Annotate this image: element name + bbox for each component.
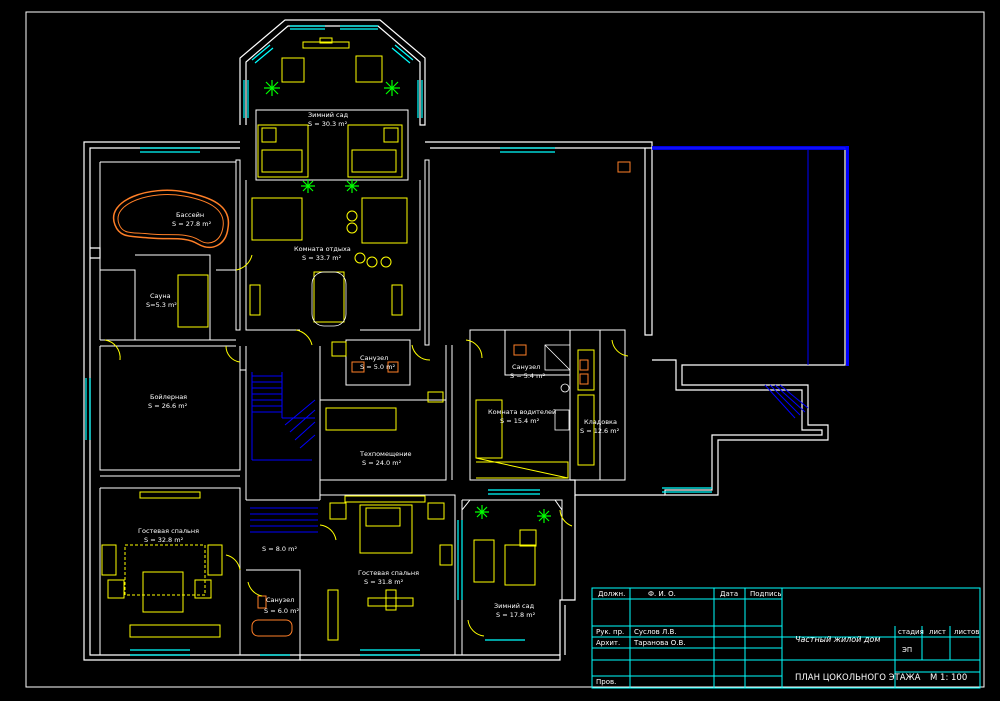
pool-outline bbox=[112, 189, 230, 249]
tb-stage-value: ЭП bbox=[902, 646, 912, 654]
room-name-pantry: Кладовка bbox=[584, 418, 617, 426]
room-name-bathroom-3: Санузел bbox=[266, 596, 294, 604]
tb-head-sign: Подпись bbox=[750, 590, 782, 598]
tb-row1-role: Рук. пр. bbox=[596, 628, 624, 636]
tb-drawing-title: ПЛАН ЦОКОЛЬНОГО ЭТАЖА bbox=[795, 673, 921, 683]
room-area-hall: S = 8.0 m² bbox=[262, 545, 297, 553]
room-name-guest-bedroom-left: Гостевая спальня bbox=[138, 527, 199, 535]
exterior-walls bbox=[83, 19, 846, 661]
room-labels: Зимний сад S = 30.3 m² Бассейн S = 27.8 … bbox=[138, 111, 620, 619]
room-area-driver-room: S = 15.4 m² bbox=[500, 417, 540, 425]
room-area-bathroom-1: S = 5.0 m² bbox=[360, 363, 395, 371]
room-area-lounge: S = 33.7 m² bbox=[302, 254, 342, 262]
plants bbox=[264, 80, 551, 523]
room-name-sauna: Сауна bbox=[150, 292, 171, 300]
tb-col-sheets: листов bbox=[954, 628, 979, 636]
interior-walls bbox=[99, 109, 626, 655]
room-area-sauna: S=5.3 m² bbox=[146, 301, 177, 309]
tb-project-name: Частный жилой дом bbox=[795, 635, 880, 644]
room-area-boiler: S = 26.6 m² bbox=[148, 402, 188, 410]
title-block-text: Должн. Ф. И. О. Дата Подпись Рук. пр. Су… bbox=[596, 590, 979, 686]
tb-head-role: Должн. bbox=[598, 590, 625, 598]
room-area-bathroom-3: S = 6.0 m² bbox=[264, 607, 299, 615]
right-annex-wall-v bbox=[846, 146, 849, 366]
tb-row2-role: Архит. bbox=[596, 639, 620, 647]
room-name-boiler: Бойлерная bbox=[150, 393, 187, 401]
tb-row3-role: Пров. bbox=[596, 678, 616, 686]
room-area-pool: S = 27.8 m² bbox=[172, 220, 212, 228]
stairs bbox=[250, 150, 809, 533]
windows bbox=[85, 25, 712, 656]
room-area-winter-garden-bottom: S = 17.8 m² bbox=[496, 611, 536, 619]
room-name-pool: Бассейн bbox=[176, 211, 204, 219]
right-annex-wall bbox=[652, 146, 848, 150]
drawing-frame bbox=[25, 11, 985, 688]
room-area-guest-bedroom-left: S = 32.8 m² bbox=[144, 536, 184, 544]
room-name-lounge: Комната отдыха bbox=[294, 245, 351, 253]
room-area-bathroom-2: S = 5.4 m² bbox=[510, 372, 545, 380]
room-area-tech: S = 24.0 m² bbox=[362, 459, 402, 467]
fixtures-white bbox=[311, 271, 571, 431]
tb-scale: М 1: 100 bbox=[930, 673, 967, 683]
tb-row1-name: Суслов Л.В. bbox=[634, 628, 677, 636]
room-name-tech: Техпомещение bbox=[359, 450, 412, 458]
pool-outline-inner bbox=[117, 194, 224, 244]
room-area-pantry: S = 12.6 m² bbox=[580, 427, 620, 435]
doors bbox=[104, 254, 629, 637]
tb-col-stage: стадия bbox=[898, 628, 924, 636]
room-name-bathroom-1: Санузел bbox=[360, 354, 388, 362]
room-area-winter-garden-top: S = 30.3 m² bbox=[308, 120, 348, 128]
tb-head-name: Ф. И. О. bbox=[648, 590, 676, 598]
room-name-guest-bedroom-center: Гостевая спальня bbox=[358, 569, 419, 577]
tb-col-sheet: лист bbox=[929, 628, 946, 636]
furniture bbox=[101, 37, 595, 641]
tb-head-date: Дата bbox=[720, 590, 738, 598]
room-area-guest-bedroom-center: S = 31.8 m² bbox=[364, 578, 404, 586]
room-name-winter-garden-top: Зимний сад bbox=[308, 111, 349, 119]
tb-row2-name: Тарановa О.В. bbox=[633, 639, 686, 647]
room-name-driver-room: Комната водителей bbox=[488, 408, 556, 416]
room-name-bathroom-2: Санузел bbox=[512, 363, 540, 371]
room-name-winter-garden-bottom: Зимний сад bbox=[494, 602, 535, 610]
title-block bbox=[591, 587, 981, 689]
